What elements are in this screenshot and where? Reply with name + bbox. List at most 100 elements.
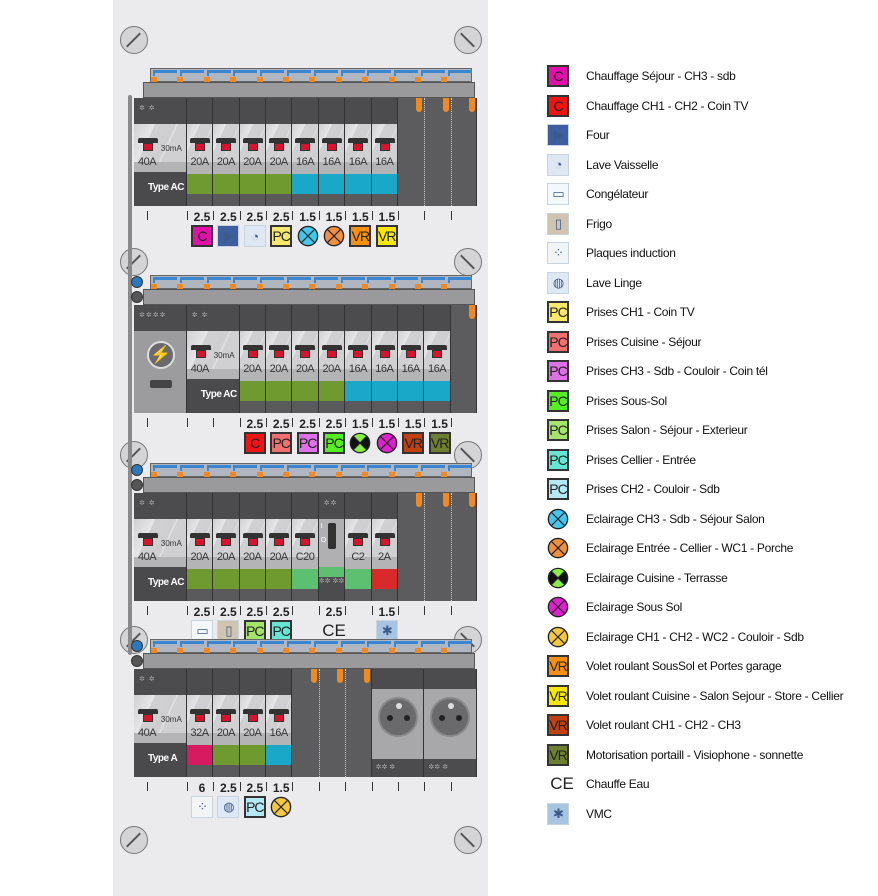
circuit-color-strip [213,745,239,765]
toggle-lever[interactable] [295,533,316,538]
comb-pin [441,284,448,289]
toggle-lever[interactable] [138,138,158,143]
breaker-module[interactable]: 16A [371,305,398,413]
breaker-module[interactable]: 20A [213,98,240,206]
pc-violet-icon: PC [296,432,319,454]
breaker-module[interactable]: 20A [292,305,319,413]
toggle-lever[interactable] [348,533,369,538]
toggle-lever[interactable] [242,709,263,714]
module-body [318,369,345,381]
four-appliance-icon: ▶ [547,124,569,146]
toggle-lever[interactable] [216,533,237,538]
breaker-module[interactable]: 20A [266,493,293,601]
breaker-module[interactable]: 20A [239,305,266,413]
breaker-module[interactable]: C20 [292,493,319,601]
toggle-lever[interactable] [321,345,342,350]
toggle-lever[interactable] [295,138,316,143]
contactor-switch[interactable] [327,523,336,549]
socket-icon[interactable] [430,697,471,737]
toggle-lever[interactable] [269,709,289,714]
pc-green-icon: PC [547,389,569,412]
toggle-lever[interactable] [321,138,342,143]
module-separator [345,669,347,777]
circuit-color-strip [318,174,345,194]
blank-module[interactable] [292,669,372,777]
screw-icon [120,26,148,54]
breaker-module[interactable]: 2A [371,493,398,601]
breaker-module[interactable]: 20A [239,98,266,206]
toggle-lever[interactable] [138,533,158,538]
breaker-module[interactable]: 20A [239,669,266,777]
terminal-tick [213,418,215,427]
toggle-lever[interactable] [189,138,210,143]
terminal-tick [239,211,241,220]
module-body [186,369,239,381]
breaker-module[interactable]: 16A [266,669,293,777]
breaker-module[interactable]: 16A [371,98,398,206]
terminal-tick [239,606,241,615]
breaker-module[interactable]: 16A [424,305,451,413]
toggle-lever[interactable] [374,533,395,538]
breaker-module[interactable]: 16A [398,305,425,413]
terminal-tick [424,606,426,615]
breaker-module[interactable]: 20A [266,305,293,413]
breaker-module[interactable]: 16A [318,98,346,206]
toggle-lever[interactable] [427,345,448,350]
toggle-lever[interactable] [269,533,289,538]
lightning-icon: ⚡ [147,341,175,369]
toggle-lever[interactable] [242,345,263,350]
toggle-lever[interactable] [295,345,316,350]
module-top [134,493,186,519]
toggle-lever[interactable] [269,138,289,143]
blank-module[interactable] [398,98,478,206]
breaker-module[interactable]: 16A [345,98,372,206]
toggle-lever[interactable] [348,345,369,350]
breaker-module[interactable]: 20A [186,493,214,601]
breaker-module[interactable]: 32A [186,669,214,777]
breaker-module[interactable]: 20A [266,98,293,206]
socket-module[interactable]: ✲✲ ✲ [371,669,425,777]
toggle-lever[interactable] [401,345,421,350]
breaker-module[interactable]: 20A [239,493,266,601]
breaker-module[interactable]: 20A [213,493,240,601]
comb-tooth [287,277,311,283]
main-module[interactable]: ✲✲✲✲⚡ [134,305,187,413]
comb-tooth [287,70,311,76]
comb-pin [335,648,342,653]
socket-module[interactable]: ✲✲ ✲ [424,669,478,777]
toggle-lever[interactable] [190,345,211,350]
main-switch-handle[interactable] [150,380,172,388]
toggle-lever[interactable] [374,345,395,350]
comb-pin [362,77,369,82]
toggle-lever[interactable] [374,138,395,143]
legend-item: ◔Lave Vaisselle [547,153,659,177]
breaker-module[interactable]: 20A [186,98,214,206]
toggle-lever[interactable] [138,709,158,714]
terminal-tick [424,782,426,791]
toggle-lever[interactable] [189,709,210,714]
toggle-lever[interactable] [216,138,237,143]
blank-module[interactable] [398,493,478,601]
legend-item: Eclairage Cuisine - Terrasse [547,566,728,590]
breaker-module[interactable]: C2 [345,493,372,601]
toggle-lever[interactable] [242,533,263,538]
screw-icon [454,248,482,276]
breaker-module[interactable]: 20A [213,669,240,777]
comb-pin [256,77,263,82]
breaker-module[interactable]: 20A [318,305,346,413]
breaker-module[interactable]: 16A [345,305,372,413]
breaker-module[interactable]: 16A [292,98,319,206]
toggle-lever[interactable] [216,709,237,714]
comb-tooth [340,70,365,76]
socket-icon[interactable] [377,697,418,737]
toggle-lever[interactable] [348,138,369,143]
toggle-lever[interactable] [242,138,263,143]
toggle-lever[interactable] [269,345,289,350]
toggle-lever[interactable] [189,533,210,538]
blank-module[interactable] [450,305,478,413]
